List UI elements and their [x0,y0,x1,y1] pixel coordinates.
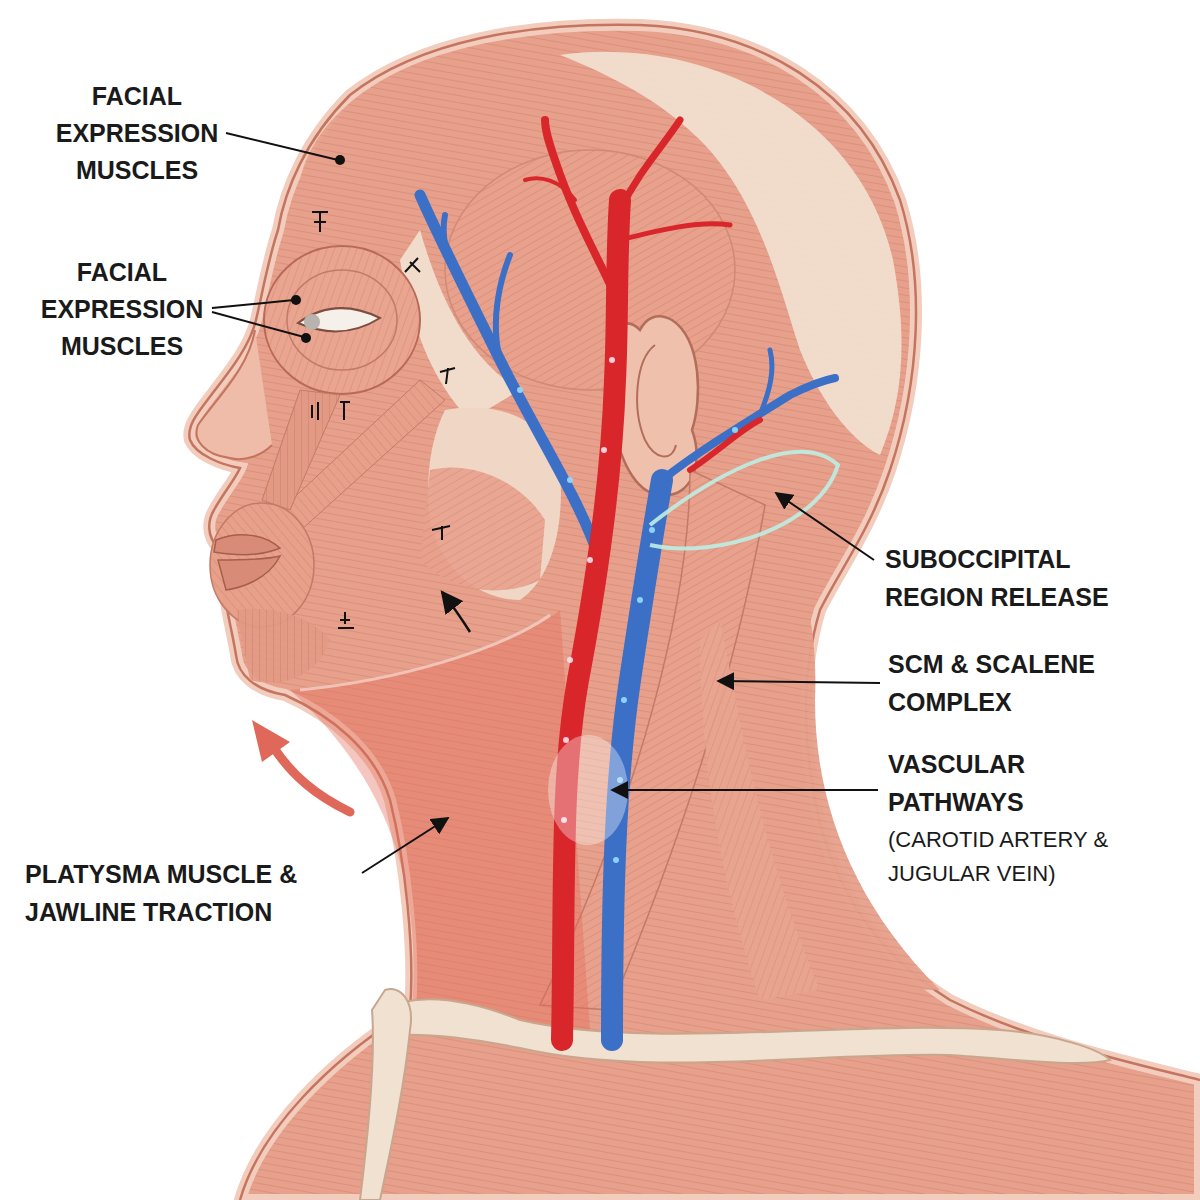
nose [197,330,272,459]
orbicularis-oris [210,503,314,627]
iris [304,314,320,330]
mentalis [236,609,330,683]
eye [298,308,380,331]
sternum [360,989,411,1200]
body-outline-edge [189,25,1200,1200]
callout-label: FACIAL EXPRESSION MUSCLES [22,254,222,365]
callout-label: (CAROTID ARTERY & JUGULAR VEIN) [888,823,1114,891]
platysma [290,610,590,1034]
callout-label: VASCULAR PATHWAYS [888,745,1148,821]
tension-marks [312,212,455,628]
ear-inner [637,345,676,456]
levator-labii [262,390,340,510]
scalene [700,620,820,1000]
callout-label: FACIAL EXPRESSION MUSCLES [37,78,237,189]
callout-label: PLATYSMA MUSCLE & JAWLINE TRACTION [25,855,370,931]
orbicularis-oculi [264,246,420,394]
lips [214,535,280,590]
leader-lines [212,133,880,873]
jaw-arrow [442,592,470,632]
clavicle [380,999,1110,1063]
callout-label: SUBOCCIPITAL REGION RELEASE [885,540,1175,616]
suboccipital-highlight [650,452,838,549]
callout-label: SCM & SCALENE COMPLEX [888,645,1168,721]
flow-dots-blue [517,387,738,863]
body-outline [189,25,1200,1200]
masseter [420,467,545,590]
lift-arrowhead [252,720,290,762]
lift-arrow [274,748,350,812]
orbicularis-ring [287,270,397,370]
artery [525,120,760,1040]
vein [420,195,835,1040]
platysma-edge [300,615,550,690]
leader-dots [291,155,345,343]
